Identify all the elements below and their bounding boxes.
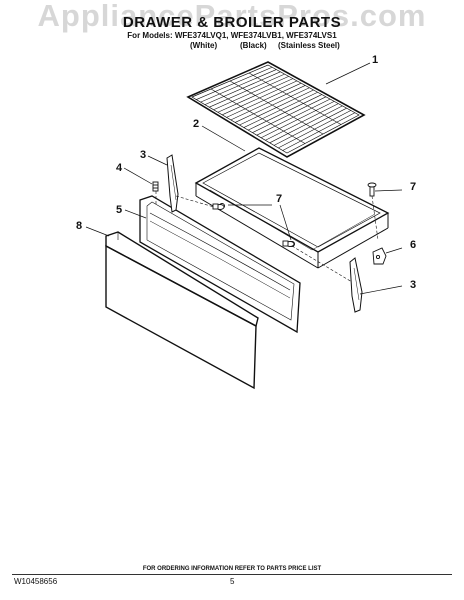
callout-screw-center: 7 — [276, 193, 283, 205]
drawer-door-panel — [105, 231, 259, 390]
slide-rail-left — [166, 154, 179, 213]
screw-center-left — [212, 203, 225, 210]
spacer-clip — [152, 181, 159, 192]
model-list: For Models: WFE374LVQ1, WFE374LVB1, WFE3… — [127, 31, 337, 40]
screw-center-right — [282, 240, 295, 247]
callout-bracket: 6 — [410, 239, 417, 251]
bracket-clip — [372, 247, 387, 265]
callout-rack: 1 — [372, 54, 379, 66]
callout-drawer: 2 — [193, 118, 200, 130]
rack-crossbar — [229, 80, 324, 135]
rack-crossbar — [248, 72, 342, 125]
page-number: 5 — [230, 577, 235, 586]
slide-rail-right — [349, 257, 363, 313]
document-id: W10458656 — [14, 577, 58, 586]
drawer-body — [194, 147, 390, 269]
footer-divider — [12, 574, 452, 575]
callout-spacer: 4 — [116, 162, 123, 174]
watermark: AppliancePartsPros.com — [37, 0, 427, 33]
callout-screw-right: 7 — [410, 181, 417, 193]
finish-stainless: (Stainless Steel) — [278, 41, 340, 50]
callout-front-inner: 5 — [116, 204, 123, 216]
broiler-rack — [186, 61, 366, 158]
rack-crossbar — [210, 88, 306, 144]
finish-black: (Black) — [240, 41, 267, 50]
callout-slide-left: 3 — [140, 149, 147, 161]
page-title: DRAWER & BROILER PARTS — [122, 14, 342, 31]
callout-slide-right: 3 — [410, 279, 417, 291]
drawer-front-inner — [139, 195, 301, 334]
finish-white: (White) — [190, 41, 218, 50]
assembly-guide-lines — [155, 191, 379, 283]
ordering-note: FOR ORDERING INFORMATION REFER TO PARTS … — [142, 566, 322, 572]
callout-leaders — [85, 62, 403, 295]
callout-door: 8 — [76, 220, 83, 232]
screw-top-right — [367, 182, 377, 197]
